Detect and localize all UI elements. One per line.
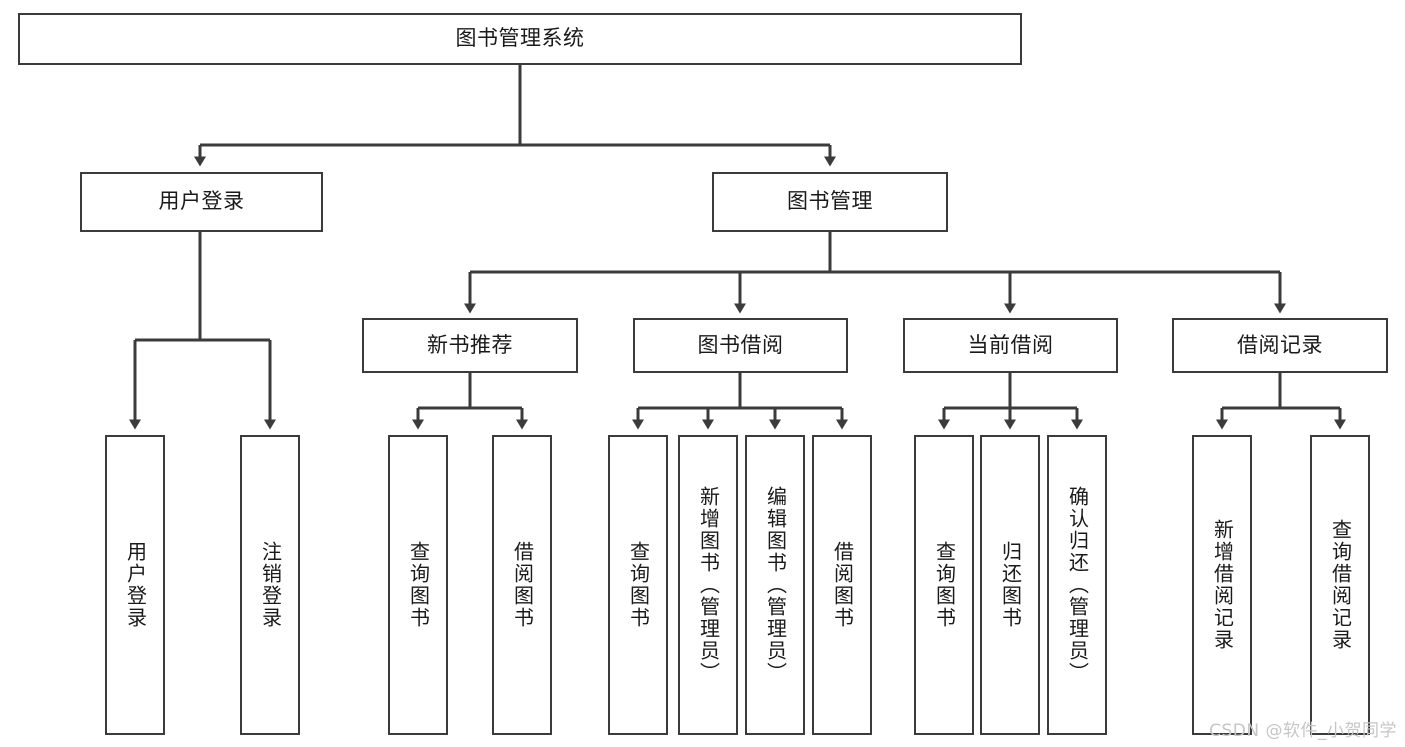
node-label: 图书管理 <box>787 189 873 214</box>
node-label: 注销登录 <box>258 541 283 629</box>
node-book-borrow[interactable]: 图书借阅 <box>633 318 848 373</box>
node-label: 借阅记录 <box>1237 332 1323 357</box>
node-label: 新增图书（管理员） <box>696 486 721 684</box>
node-label: 查询图书 <box>932 541 957 629</box>
node-label: 归还图书 <box>998 541 1023 629</box>
node-user-login[interactable]: 用户登录 <box>80 172 323 232</box>
node-label: 新书推荐 <box>427 332 513 357</box>
node-label: 查询借阅记录 <box>1328 519 1353 651</box>
node-label: 用户登录 <box>158 189 245 214</box>
node-borrow-record[interactable]: 借阅记录 <box>1172 318 1388 373</box>
node-label: 借阅图书 <box>510 541 535 629</box>
node-label: 当前借阅 <box>967 332 1054 357</box>
leaf-return-book[interactable]: 归还图书 <box>980 435 1040 735</box>
leaf-query-book-recommend[interactable]: 查询图书 <box>388 435 448 735</box>
node-label: 新增借阅记录 <box>1210 519 1235 651</box>
node-root-system[interactable]: 图书管理系统 <box>18 13 1022 65</box>
node-label: 确认归还（管理员） <box>1065 486 1090 684</box>
node-label: 图书管理系统 <box>455 26 585 51</box>
leaf-add-borrow-record[interactable]: 新增借阅记录 <box>1192 435 1252 735</box>
leaf-query-book-current[interactable]: 查询图书 <box>914 435 974 735</box>
node-label: 图书借阅 <box>697 332 784 357</box>
leaf-user-login[interactable]: 用户登录 <box>105 435 165 735</box>
leaf-query-borrow-record[interactable]: 查询借阅记录 <box>1310 435 1370 735</box>
leaf-add-book-admin[interactable]: 新增图书（管理员） <box>678 435 738 735</box>
node-label: 查询图书 <box>406 541 431 629</box>
leaf-borrow-book[interactable]: 借阅图书 <box>812 435 872 735</box>
node-label: 编辑图书（管理员） <box>763 486 788 684</box>
leaf-borrow-book-recommend[interactable]: 借阅图书 <box>492 435 552 735</box>
leaf-edit-book-admin[interactable]: 编辑图书（管理员） <box>745 435 805 735</box>
node-current-borrow[interactable]: 当前借阅 <box>903 318 1118 373</box>
node-book-management[interactable]: 图书管理 <box>712 172 948 232</box>
node-label: 借阅图书 <box>830 541 855 629</box>
leaf-query-book-borrow[interactable]: 查询图书 <box>608 435 668 735</box>
leaf-logout[interactable]: 注销登录 <box>240 435 300 735</box>
node-label: 用户登录 <box>123 541 148 629</box>
node-new-book-recommend[interactable]: 新书推荐 <box>362 318 578 373</box>
node-label: 查询图书 <box>626 541 651 629</box>
leaf-confirm-return-admin[interactable]: 确认归还（管理员） <box>1047 435 1107 735</box>
